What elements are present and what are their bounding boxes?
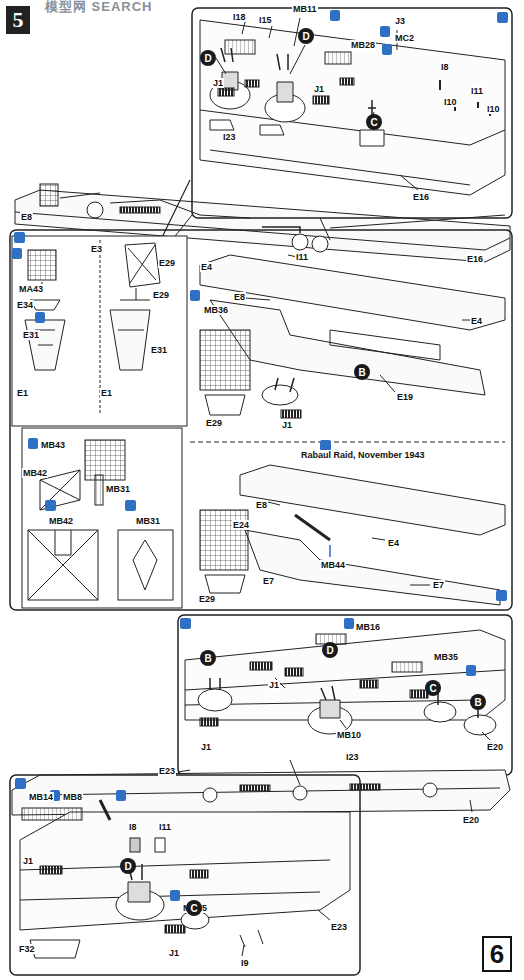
callout-letter: B — [474, 697, 481, 708]
part-number: E4 — [200, 262, 213, 272]
part-number: E16 — [412, 192, 430, 202]
part-number: E24 — [232, 520, 250, 530]
part-number: E1 — [100, 388, 113, 398]
part-number: MA43 — [18, 284, 44, 294]
part-number: E20 — [486, 742, 504, 752]
part-number: E4 — [387, 538, 400, 548]
part-number: F32 — [18, 944, 36, 954]
part-number: MB28 — [350, 40, 376, 50]
figure-callout: C — [186, 900, 202, 916]
part-number: I23 — [222, 132, 237, 142]
callout-letter: C — [429, 683, 436, 694]
part-number: E8 — [20, 212, 33, 222]
part-number: E8 — [233, 292, 246, 302]
callout-letter: D — [302, 31, 309, 42]
part-number: I15 — [258, 15, 273, 25]
figure-callout: D — [298, 28, 314, 44]
part-number: E23 — [330, 922, 348, 932]
part-number: J3 — [394, 16, 406, 26]
version-note: Rabaul Raid, November 1943 — [300, 450, 426, 460]
part-number: I10 — [486, 104, 501, 114]
figure-callout: B — [200, 650, 216, 666]
part-number: J1 — [281, 420, 293, 430]
step-number: 5 — [6, 6, 30, 34]
callout-letter: B — [204, 653, 211, 664]
step-number: 6 — [482, 936, 512, 972]
figure-callout: D — [120, 858, 136, 874]
callout-letter: 5 — [13, 7, 24, 33]
part-number: MC2 — [394, 33, 415, 43]
part-number: MB16 — [355, 622, 381, 632]
part-number: MB31 — [135, 516, 161, 526]
part-number: E29 — [198, 594, 216, 604]
part-number: J1 — [200, 742, 212, 752]
part-number: J1 — [313, 84, 325, 94]
callout-letter: C — [190, 903, 197, 914]
part-number: MB36 — [203, 305, 229, 315]
callout-letter: C — [370, 117, 377, 128]
part-number: E4 — [470, 316, 483, 326]
part-number: E1 — [16, 388, 29, 398]
part-number: MB42 — [22, 468, 48, 478]
callout-letter: B — [358, 367, 365, 378]
part-number: E34 — [16, 300, 34, 310]
part-number: E29 — [158, 258, 176, 268]
part-number: MB42 — [48, 516, 74, 526]
part-number: J1 — [168, 948, 180, 958]
callout-letter: D — [326, 645, 333, 656]
callout-letter: D — [204, 53, 211, 64]
callout-letter: D — [124, 861, 131, 872]
part-number: I9 — [240, 958, 250, 968]
part-number: I8 — [440, 62, 450, 72]
part-number: I8 — [128, 822, 138, 832]
part-number: MB43 — [40, 440, 66, 450]
part-number: I23 — [345, 752, 360, 762]
part-number: MB44 — [320, 560, 346, 570]
part-number: J1 — [22, 856, 34, 866]
part-number: I11 — [470, 86, 484, 96]
part-number: E20 — [462, 815, 480, 825]
part-number: MB8 — [62, 792, 83, 802]
part-number: E19 — [396, 392, 414, 402]
part-number: E29 — [152, 290, 170, 300]
callout-letter: 6 — [490, 939, 504, 970]
part-number: MB35 — [433, 652, 459, 662]
figure-callout: B — [354, 364, 370, 380]
part-number: MB14 — [28, 792, 54, 802]
part-number: E8 — [255, 500, 268, 510]
figure-callout: C — [425, 680, 441, 696]
part-number: I11 — [158, 822, 172, 832]
part-number: E7 — [432, 580, 445, 590]
part-number: MB10 — [336, 730, 362, 740]
part-number: E31 — [22, 330, 40, 340]
part-number: E23 — [158, 766, 176, 776]
part-number: MB31 — [105, 484, 131, 494]
figure-callout: C — [366, 114, 382, 130]
part-number: I11 — [295, 252, 309, 262]
figure-callout: D — [200, 50, 216, 66]
part-number: E7 — [262, 576, 275, 586]
part-number: E16 — [466, 254, 484, 264]
part-number: J1 — [268, 680, 280, 690]
part-number: I18 — [232, 12, 247, 22]
figure-callout: B — [470, 694, 486, 710]
watermark: 模型网 SEARCH — [44, 2, 154, 12]
part-number: MB11 — [292, 4, 318, 14]
part-number: E31 — [150, 345, 168, 355]
part-number: I10 — [443, 97, 458, 107]
part-number: E29 — [205, 418, 223, 428]
part-number: E3 — [90, 244, 103, 254]
part-number: J1 — [212, 78, 224, 88]
figure-callout: D — [322, 642, 338, 658]
